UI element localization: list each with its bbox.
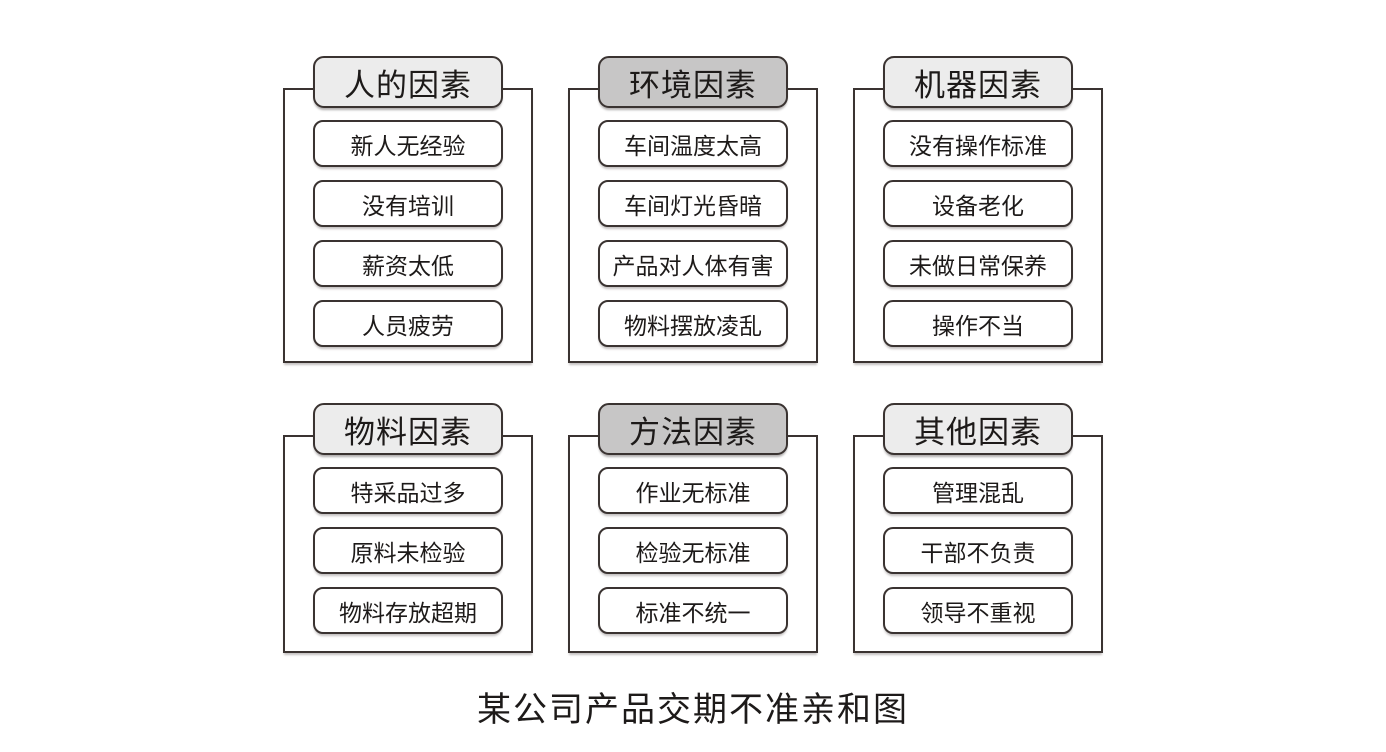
affinity-card: 设备老化	[883, 180, 1073, 227]
group-title: 其他因素	[914, 414, 1042, 450]
card-label: 设备老化	[932, 192, 1024, 219]
card-label: 新人无经验	[350, 132, 466, 159]
affinity-card: 领导不重视	[883, 587, 1073, 634]
group-items: 作业无标准 检验无标准 标准不统一	[570, 467, 816, 634]
card-label: 没有操作标准	[909, 132, 1047, 159]
affinity-card: 作业无标准	[598, 467, 788, 514]
card-label: 原料未检验	[350, 539, 466, 566]
group-title: 物料因素	[344, 414, 472, 450]
affinity-card: 人员疲劳	[313, 300, 503, 347]
affinity-card: 新人无经验	[313, 120, 503, 167]
group-items: 新人无经验 没有培训 薪资太低 人员疲劳	[285, 120, 531, 347]
group-header: 环境因素	[598, 56, 788, 108]
affinity-card: 薪资太低	[313, 240, 503, 287]
affinity-card: 产品对人体有害	[598, 240, 788, 287]
affinity-card: 未做日常保养	[883, 240, 1073, 287]
affinity-card: 车间温度太高	[598, 120, 788, 167]
factor-group-material-factors: 物料因素 特采品过多 原料未检验 物料存放超期	[283, 403, 533, 653]
affinity-card: 原料未检验	[313, 527, 503, 574]
factor-group-environment-factors: 环境因素 车间温度太高 车间灯光昏暗 产品对人体有害 物料摆放凌乱	[568, 56, 818, 363]
card-label: 标准不统一	[635, 599, 751, 626]
affinity-card: 特采品过多	[313, 467, 503, 514]
group-title: 环境因素	[629, 67, 757, 103]
factor-group-human-factors: 人的因素 新人无经验 没有培训 薪资太低 人员疲劳	[283, 56, 533, 363]
group-title: 机器因素	[914, 67, 1042, 103]
group-items: 管理混乱 干部不负责 领导不重视	[855, 467, 1101, 634]
card-label: 人员疲劳	[362, 312, 454, 339]
affinity-card: 没有操作标准	[883, 120, 1073, 167]
card-label: 薪资太低	[362, 252, 454, 279]
group-header: 其他因素	[883, 403, 1073, 455]
group-items: 车间温度太高 车间灯光昏暗 产品对人体有害 物料摆放凌乱	[570, 120, 816, 347]
card-label: 作业无标准	[635, 479, 751, 506]
card-label: 检验无标准	[635, 539, 751, 566]
factor-group-other-factors: 其他因素 管理混乱 干部不负责 领导不重视	[853, 403, 1103, 653]
affinity-card: 没有培训	[313, 180, 503, 227]
affinity-card: 检验无标准	[598, 527, 788, 574]
card-label: 特采品过多	[350, 479, 466, 506]
card-label: 管理混乱	[932, 479, 1024, 506]
card-label: 操作不当	[932, 312, 1024, 339]
card-label: 领导不重视	[920, 599, 1036, 626]
group-title: 方法因素	[629, 414, 757, 450]
group-header: 物料因素	[313, 403, 503, 455]
group-header: 机器因素	[883, 56, 1073, 108]
card-label: 物料存放超期	[339, 599, 477, 626]
affinity-card: 物料摆放凌乱	[598, 300, 788, 347]
affinity-card: 物料存放超期	[313, 587, 503, 634]
affinity-card: 标准不统一	[598, 587, 788, 634]
card-label: 没有培训	[362, 192, 454, 219]
card-label: 干部不负责	[920, 539, 1036, 566]
card-label: 产品对人体有害	[612, 252, 774, 279]
affinity-card: 操作不当	[883, 300, 1073, 347]
affinity-card: 干部不负责	[883, 527, 1073, 574]
card-label: 物料摆放凌乱	[624, 312, 762, 339]
affinity-card: 管理混乱	[883, 467, 1073, 514]
group-header: 方法因素	[598, 403, 788, 455]
group-title: 人的因素	[344, 67, 472, 103]
group-items: 没有操作标准 设备老化 未做日常保养 操作不当	[855, 120, 1101, 347]
group-items: 特采品过多 原料未检验 物料存放超期	[285, 467, 531, 634]
card-label: 车间灯光昏暗	[624, 192, 762, 219]
card-label: 未做日常保养	[909, 252, 1047, 279]
diagram-caption: 某公司产品交期不准亲和图	[477, 691, 909, 729]
affinity-card: 车间灯光昏暗	[598, 180, 788, 227]
group-header: 人的因素	[313, 56, 503, 108]
factor-group-method-factors: 方法因素 作业无标准 检验无标准 标准不统一	[568, 403, 818, 653]
card-label: 车间温度太高	[624, 132, 762, 159]
factor-group-machine-factors: 机器因素 没有操作标准 设备老化 未做日常保养 操作不当	[853, 56, 1103, 363]
